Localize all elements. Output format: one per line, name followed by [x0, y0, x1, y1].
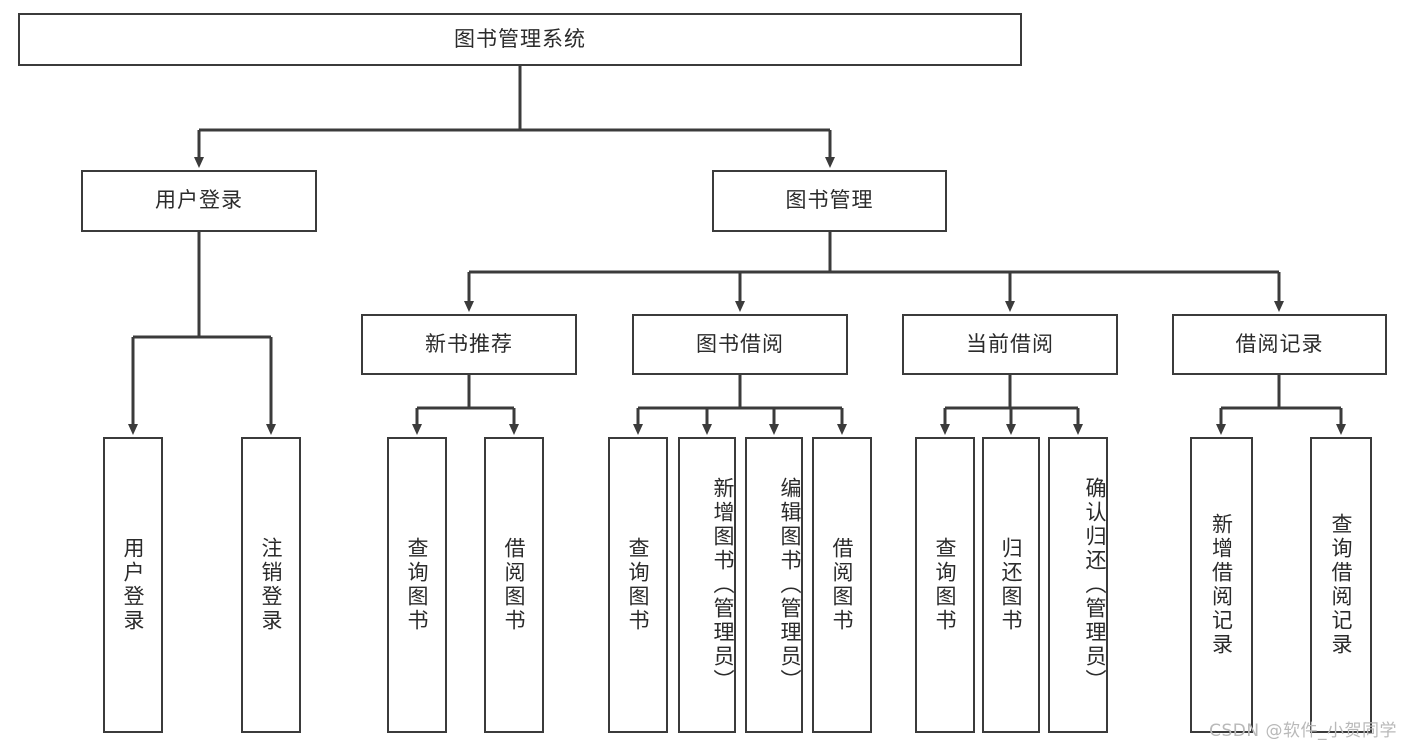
node-leaf-logout-login-label: 注销登录 — [259, 537, 284, 633]
node-book-manage[interactable]: 图书管理 — [712, 170, 947, 232]
node-leaf-query-book-1-label: 查询图书 — [405, 537, 430, 633]
node-current-borrow[interactable]: 当前借阅 — [902, 314, 1118, 375]
node-leaf-user-login[interactable]: 用户登录 — [103, 437, 163, 733]
csdn-watermark: CSDN @软件_小贺同学 — [1209, 721, 1397, 741]
node-leaf-add-book-admin-label: 新增图书（管理员） — [711, 477, 735, 693]
node-leaf-borrow-book-2-label: 借阅图书 — [830, 537, 855, 633]
node-current-borrow-label: 当前借阅 — [966, 331, 1054, 356]
edges-root — [194, 66, 835, 168]
node-book-borrow-label: 图书借阅 — [696, 331, 784, 356]
node-leaf-return-book-label: 归还图书 — [999, 537, 1024, 633]
node-leaf-borrow-book-1-label: 借阅图书 — [502, 537, 527, 633]
edges-book-manage — [464, 232, 1284, 312]
node-leaf-borrow-book-1[interactable]: 借阅图书 — [484, 437, 544, 733]
node-leaf-query-book-3[interactable]: 查询图书 — [915, 437, 975, 733]
edges-current-borrow — [940, 375, 1083, 435]
node-book-manage-label: 图书管理 — [785, 188, 874, 213]
node-leaf-add-borrow-rec-label: 新增借阅记录 — [1209, 513, 1234, 657]
node-new-book-recommend[interactable]: 新书推荐 — [361, 314, 577, 375]
node-leaf-query-book-1[interactable]: 查询图书 — [387, 437, 447, 733]
node-leaf-edit-book-admin-label: 编辑图书（管理员） — [778, 477, 802, 693]
node-user-login[interactable]: 用户登录 — [81, 170, 317, 232]
edges-user-login — [128, 232, 276, 435]
node-user-login-label: 用户登录 — [155, 188, 243, 213]
node-leaf-confirm-return-label: 确认归还（管理员） — [1083, 477, 1107, 693]
node-leaf-query-borrow-rec[interactable]: 查询借阅记录 — [1310, 437, 1372, 733]
node-book-borrow[interactable]: 图书借阅 — [632, 314, 848, 375]
edges-new-book-recommend — [412, 375, 519, 435]
edges-borrow-record — [1216, 375, 1346, 435]
node-leaf-query-book-3-label: 查询图书 — [933, 537, 958, 633]
node-leaf-add-borrow-rec[interactable]: 新增借阅记录 — [1190, 437, 1253, 733]
node-root[interactable]: 图书管理系统 — [18, 13, 1022, 66]
node-root-label: 图书管理系统 — [454, 26, 586, 51]
node-leaf-edit-book-admin[interactable]: 编辑图书（管理员） — [745, 437, 803, 733]
edges-book-borrow — [633, 375, 847, 435]
node-leaf-confirm-return[interactable]: 确认归还（管理员） — [1048, 437, 1108, 733]
node-leaf-add-book-admin[interactable]: 新增图书（管理员） — [678, 437, 736, 733]
node-leaf-logout-login[interactable]: 注销登录 — [241, 437, 301, 733]
node-leaf-query-book-2-label: 查询图书 — [626, 537, 651, 633]
node-borrow-record[interactable]: 借阅记录 — [1172, 314, 1387, 375]
node-leaf-query-borrow-rec-label: 查询借阅记录 — [1329, 513, 1354, 657]
node-leaf-query-book-2[interactable]: 查询图书 — [608, 437, 668, 733]
node-leaf-user-login-label: 用户登录 — [121, 537, 146, 633]
node-borrow-record-label: 借阅记录 — [1235, 331, 1324, 356]
node-new-book-recommend-label: 新书推荐 — [425, 331, 513, 356]
node-leaf-borrow-book-2[interactable]: 借阅图书 — [812, 437, 872, 733]
node-leaf-return-book[interactable]: 归还图书 — [982, 437, 1040, 733]
